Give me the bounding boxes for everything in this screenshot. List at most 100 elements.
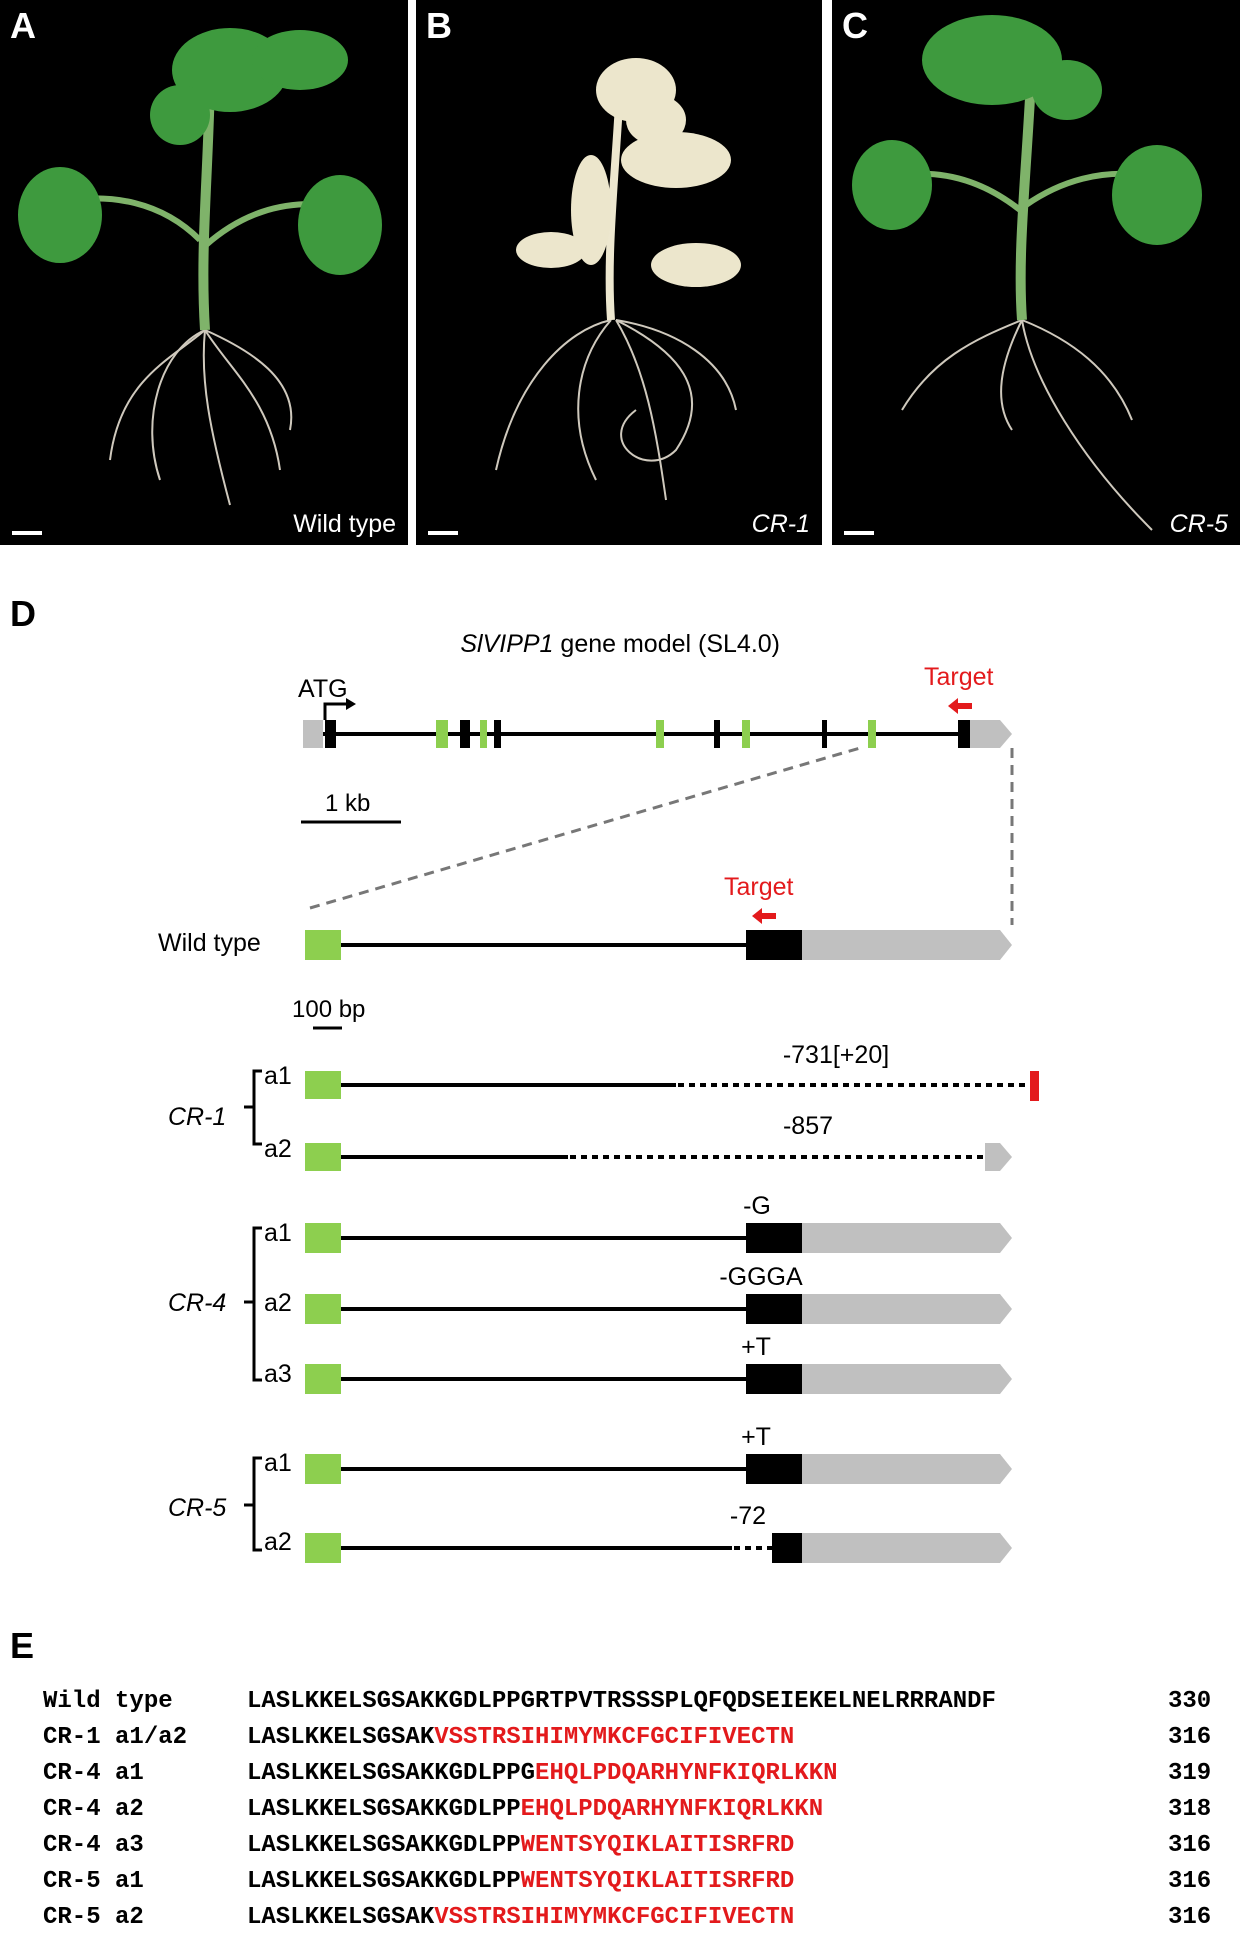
panel-letter-d: D	[10, 593, 36, 634]
genotype-label: CR-5	[1169, 510, 1228, 538]
coding-exon	[746, 1454, 802, 1484]
three-prime-utr	[802, 1223, 1012, 1253]
sequence-length: 316	[1168, 1724, 1212, 1751]
sequence-length: 330	[1168, 1688, 1212, 1715]
scale-bar	[12, 531, 42, 535]
three-prime-utr	[970, 720, 1012, 748]
sequence-row: CR-4 a3 LASLKKELSGSAKKGDLPPWENTSYQIKLAIT…	[0, 1832, 1240, 1868]
exon	[305, 1071, 341, 1099]
exon	[480, 720, 487, 748]
exon	[305, 1454, 341, 1484]
photo-panel-a: A Wild type	[0, 0, 408, 545]
sequence-row: CR-5 a2 LASLKKELSGSAKVSSTRSIHIMYMKCFGCIF…	[0, 1904, 1240, 1940]
allele-label: a2	[264, 1289, 292, 1317]
wild-type-label: Wild type	[158, 929, 261, 957]
sequence: LASLKKELSGSAKKGDLPPEHQLPDQARHYNFKIQRLKKN	[247, 1796, 823, 1823]
sequence-wild-type-part: LASLKKELSGSAKKGDLPP	[247, 1868, 521, 1895]
mutation-label: -857	[783, 1112, 833, 1140]
allele-label: a1	[264, 1219, 292, 1247]
sequence-length: 316	[1168, 1832, 1212, 1859]
group-bracket	[252, 1069, 262, 1146]
genotype-label: CR-1	[751, 510, 810, 538]
sequence-name: CR-4 a1	[43, 1760, 144, 1787]
genotype-label: Wild type	[293, 510, 396, 538]
gene-model-version: gene model (SL4.0)	[553, 630, 780, 658]
sequence-wild-type-part: LASLKKELSGSAKKGDLPPGRTPVTRSSSPLQFQDSEIEK…	[247, 1688, 996, 1715]
sequence-length: 318	[1168, 1796, 1212, 1823]
scale-label-1kb: 1 kb	[325, 790, 370, 817]
mutation-label: +T	[741, 1423, 771, 1451]
allele-label: a1	[264, 1062, 292, 1090]
exon	[305, 1223, 341, 1253]
target-arrow-head-icon	[752, 908, 762, 924]
target-label: Target	[724, 873, 794, 901]
cr-1-group: CR-1 a1 a2 -731[+20] -857	[168, 1041, 1039, 1171]
allele-label: a3	[264, 1360, 292, 1388]
target-label: Target	[924, 663, 994, 691]
sequence-row: CR-4 a2 LASLKKELSGSAKKGDLPPEHQLPDQARHYNF…	[0, 1796, 1240, 1832]
mutation-label: -731[+20]	[783, 1041, 889, 1069]
panel-letter: C	[842, 5, 868, 46]
start-arrow-icon	[323, 702, 348, 720]
sequence: LASLKKELSGSAKVSSTRSIHIMYMKCFGCIFIVECTN	[247, 1724, 794, 1751]
panel-letter: A	[10, 5, 36, 46]
three-prime-utr	[985, 1143, 1012, 1171]
allele-label: a2	[264, 1135, 292, 1163]
exon	[656, 720, 664, 748]
sequence-frameshift-part: EHQLPDQARHYNFKIQRLKKN	[535, 1760, 838, 1787]
three-prime-utr	[802, 1294, 1012, 1324]
wild-type-zoom-model	[305, 930, 1012, 960]
plant-photo-wild-type	[18, 28, 382, 506]
full-gene-model	[303, 720, 1012, 748]
gene-model-diagram: SlVIPP1 gene model (SL4.0) ATG Target 1 …	[158, 630, 1039, 1563]
cr-5-group: CR-5 a1 a2 +T -72	[168, 1423, 1012, 1563]
plant-photo-cr-5	[852, 15, 1202, 531]
start-arrow-head-icon	[346, 698, 356, 710]
sequence-name: CR-1 a1/a2	[43, 1724, 188, 1751]
coding-exon	[822, 720, 827, 748]
target-arrow-head-icon	[948, 698, 958, 714]
exon	[436, 720, 448, 748]
exon	[305, 1143, 341, 1171]
gene-model-title: SlVIPP1 gene model (SL4.0)	[460, 630, 780, 658]
sequence-row: Wild type LASLKKELSGSAKKGDLPPGRTPVTRSSSP…	[0, 1688, 1240, 1724]
insertion-mark	[1030, 1071, 1039, 1101]
sequence-name: CR-5 a2	[43, 1904, 144, 1931]
zoom-line-left	[309, 746, 861, 910]
sequence-length: 316	[1168, 1904, 1212, 1931]
group-name: CR-1	[168, 1103, 226, 1131]
sequence-name: Wild type	[43, 1688, 173, 1715]
three-prime-utr	[802, 1533, 1012, 1563]
coding-exon	[460, 720, 470, 748]
sequence-wild-type-part: LASLKKELSGSAKKGDLPPG	[247, 1760, 536, 1787]
exon	[305, 1294, 341, 1324]
sequence-name: CR-5 a1	[43, 1868, 144, 1895]
coding-exon	[714, 720, 720, 748]
gene-name: SlVIPP1	[460, 630, 553, 658]
photo-panel-b: B CR-1	[416, 0, 822, 545]
sequence-frameshift-part: WENTSYQIKLAITISRFRD	[520, 1832, 795, 1859]
sequence-frameshift-part: VSSTRSIHIMYMKCFGCIFIVECTN	[434, 1724, 795, 1751]
allele-label: a2	[264, 1528, 292, 1556]
sequence-frameshift-part: VSSTRSIHIMYMKCFGCIFIVECTN	[434, 1904, 795, 1931]
sequence-name: CR-4 a2	[43, 1796, 144, 1823]
scale-bar	[844, 531, 874, 535]
sequence-wild-type-part: LASLKKELSGSAKKGDLPP	[247, 1796, 521, 1823]
coding-exon	[325, 720, 336, 748]
sequence-row: CR-4 a1 LASLKKELSGSAKKGDLPPGEHQLPDQARHYN…	[0, 1760, 1240, 1796]
coding-exon	[494, 720, 501, 748]
exon	[742, 720, 750, 748]
coding-exon	[958, 720, 970, 748]
mutation-label: -GGGA	[719, 1263, 803, 1291]
mutation-label: -72	[730, 1502, 766, 1530]
mutation-label: +T	[741, 1333, 771, 1361]
sequence: LASLKKELSGSAKKGDLPPGEHQLPDQARHYNFKIQRLKK…	[247, 1760, 838, 1787]
mutation-label: -G	[743, 1192, 771, 1220]
group-bracket	[252, 1226, 262, 1382]
group-name: CR-5	[168, 1494, 226, 1522]
sequence-row: CR-5 a1 LASLKKELSGSAKKGDLPPWENTSYQIKLAIT…	[0, 1868, 1240, 1904]
sequence-length: 316	[1168, 1868, 1212, 1895]
exon	[305, 1364, 341, 1394]
sequence-row: CR-1 a1/a2 LASLKKELSGSAKVSSTRSIHIMYMKCFG…	[0, 1724, 1240, 1760]
exon	[305, 1533, 341, 1563]
